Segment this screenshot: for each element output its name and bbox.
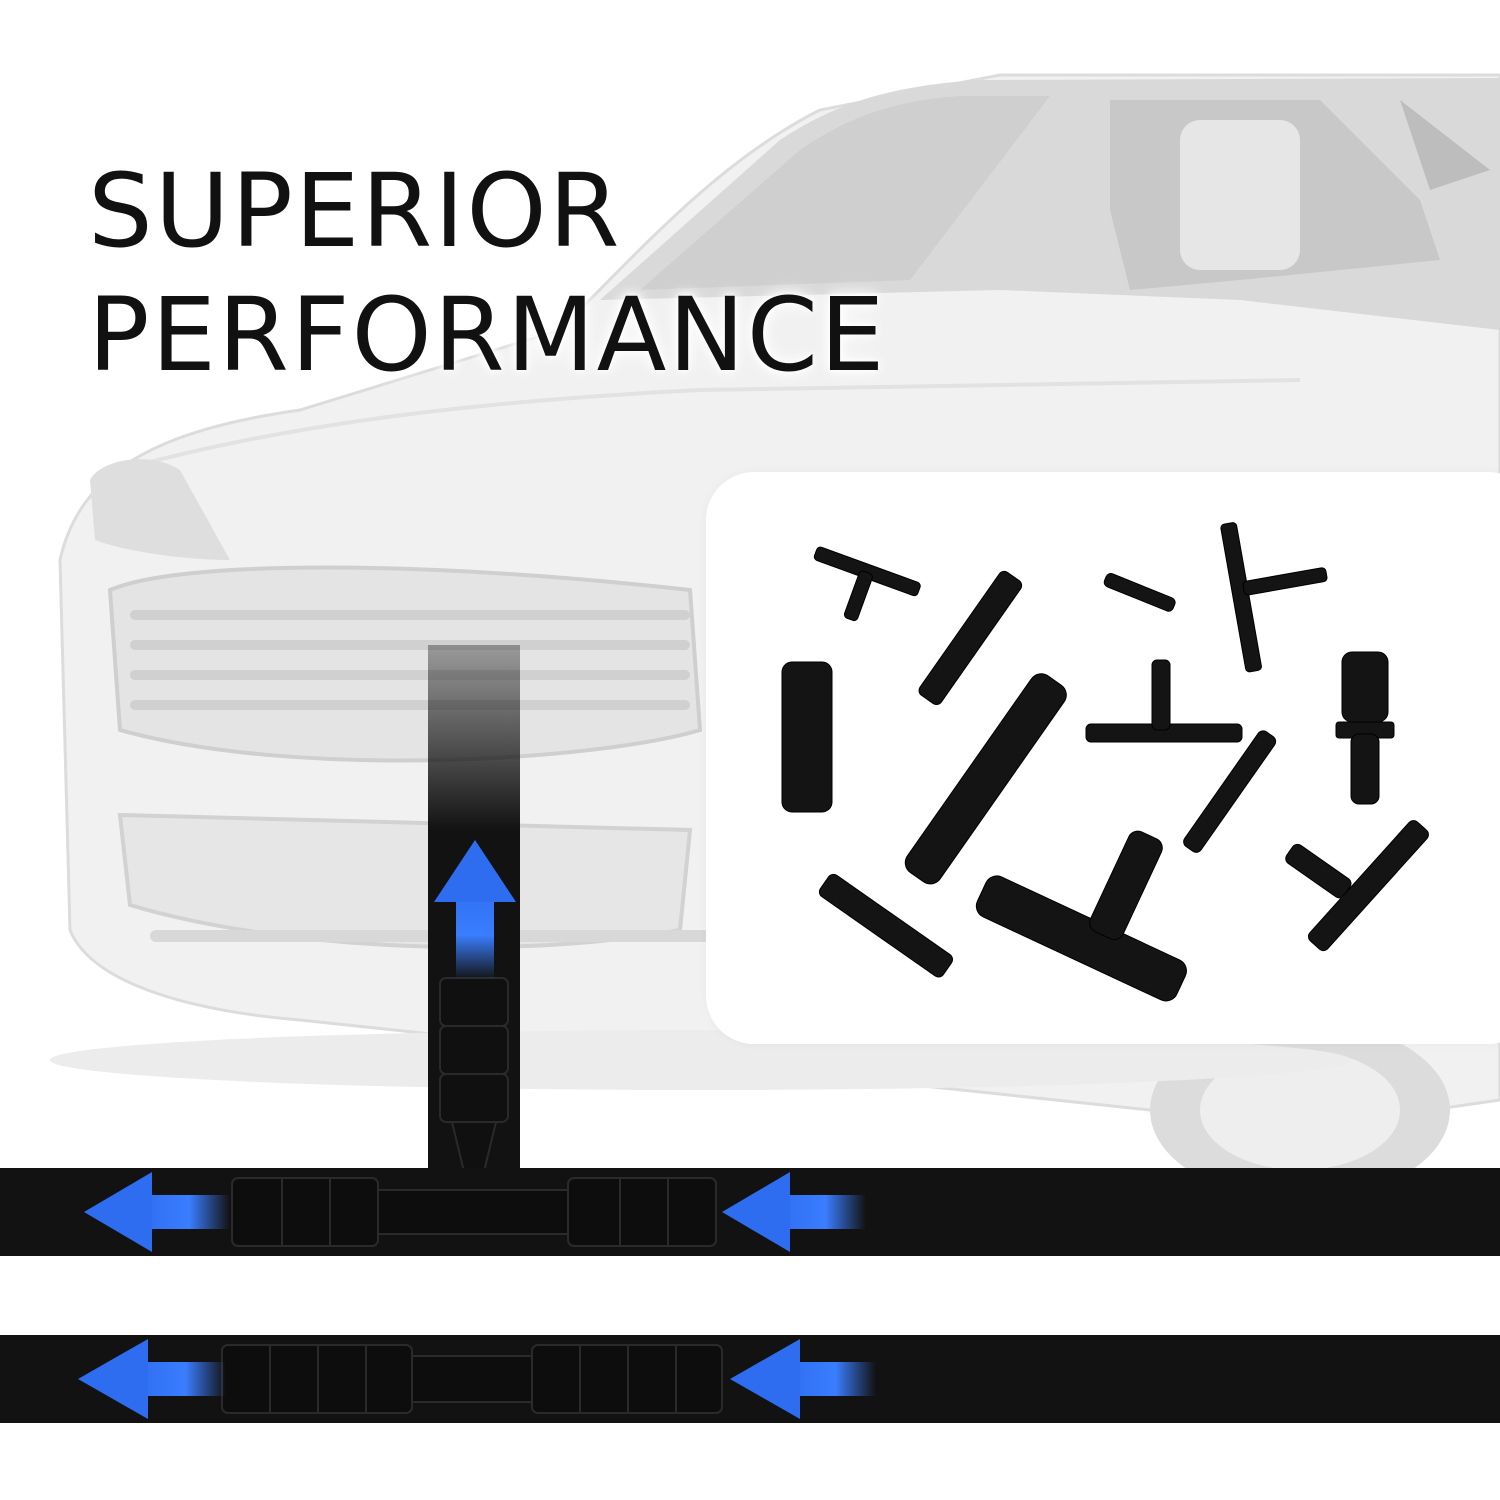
headline-line-1: SUPERIOR [88, 152, 622, 271]
t-connector-icon [813, 546, 921, 622]
arrow-icon [78, 1339, 226, 1419]
straight-connector-icon [1103, 573, 1176, 612]
arrow-icon [730, 1339, 876, 1419]
arrow-icon [84, 1172, 230, 1252]
connector-assortment-image [781, 522, 1429, 1002]
arrow-icon [434, 840, 516, 980]
straight-connector-icon [818, 873, 954, 978]
t-connector-icon [1220, 522, 1328, 673]
headline: SUPERIOR PERFORMANCE [88, 150, 886, 398]
t-connector-icon [975, 830, 1187, 1002]
straight-connector-icon [1183, 730, 1277, 853]
t-fitting-icon [231, 1177, 717, 1247]
y-connector-icon [1285, 820, 1429, 952]
straight-coupler-icon [221, 1344, 723, 1414]
straight-connector-icon [781, 661, 833, 813]
headline-line-2: PERFORMANCE [88, 276, 887, 395]
straight-connector-icon [918, 570, 1023, 706]
straight-connector-icon [904, 673, 1067, 885]
arrow-icon [722, 1172, 866, 1252]
t-connector-icon [1085, 659, 1243, 743]
reducer-connector-icon [1335, 651, 1395, 805]
t-fitting-vertical-barb-icon [439, 977, 509, 1181]
